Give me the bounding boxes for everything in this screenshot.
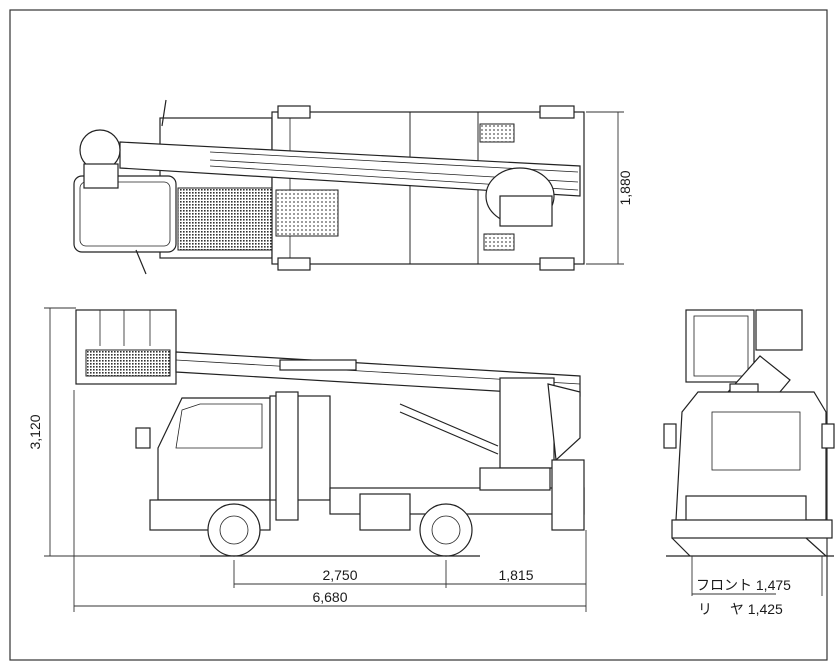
drawing-border [9, 9, 828, 661]
wheelbase-label: 2,750 [322, 567, 357, 583]
top-view-truck [73, 99, 585, 275]
rear-track-label: リ ヤ 1,425 [698, 601, 783, 617]
width-dimension: 1,880 [586, 111, 633, 265]
rear-overhang-label: 1,815 [498, 567, 533, 583]
track-dimensions: フロント 1,475 リ ヤ 1,425 [691, 556, 823, 617]
side-view-truck [75, 309, 585, 557]
height-dimension: 3,120 [27, 307, 200, 557]
rear-view-truck [663, 309, 835, 557]
length-dimensions: 2,750 1,815 6,680 [73, 390, 587, 612]
front-track-label: フロント 1,475 [696, 577, 791, 593]
overall-length-label: 6,680 [312, 589, 347, 605]
width-label: 1,880 [617, 170, 633, 205]
height-label: 3,120 [27, 414, 43, 449]
